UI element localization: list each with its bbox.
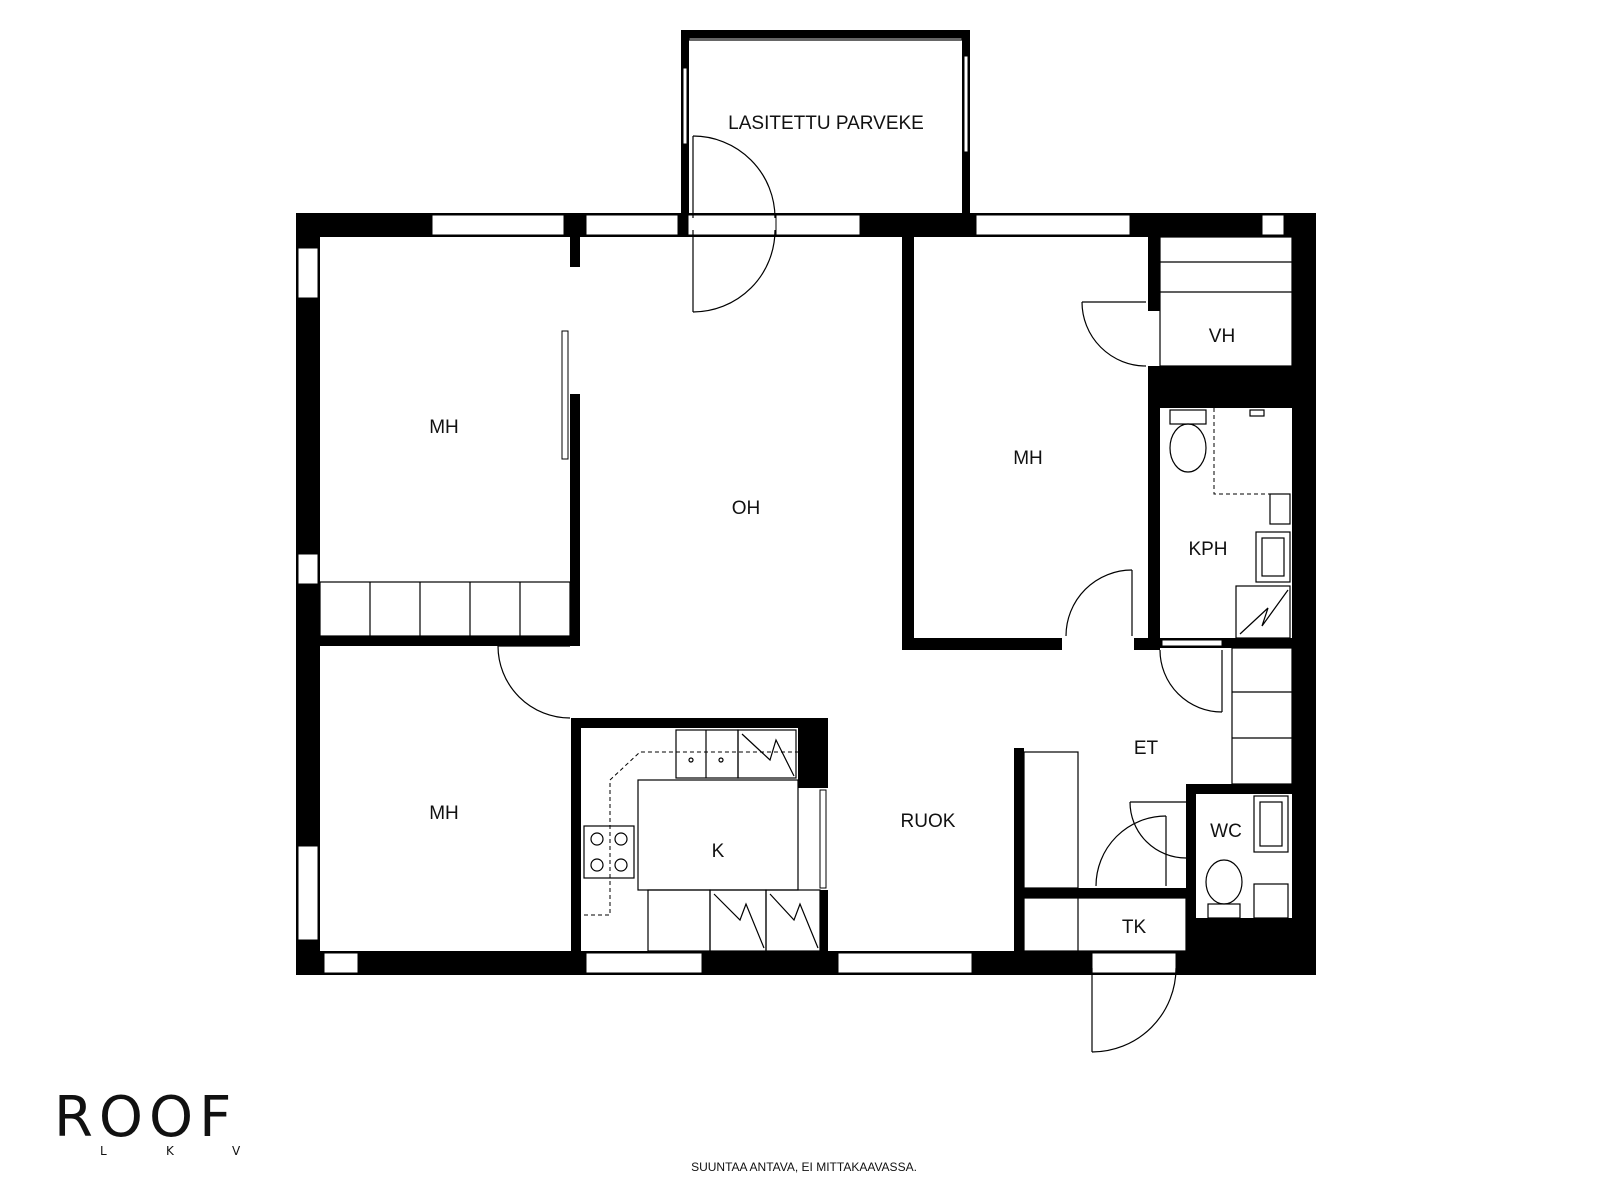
outer-walls — [296, 213, 1316, 975]
logo-sub-letter-l: L — [100, 1144, 107, 1158]
room-label-wc: WC — [1210, 821, 1242, 842]
doors — [497, 135, 1223, 1053]
balcony — [681, 30, 970, 213]
room-label-bedroom-bottom-left: MH — [429, 803, 459, 824]
logo-name: ROOF — [54, 1085, 237, 1150]
room-label-closet: TK — [1122, 917, 1147, 938]
room-label-kitchen: K — [712, 841, 725, 862]
room-label-dining: RUOK — [901, 811, 956, 832]
logo-sub-letter-k: K — [166, 1144, 175, 1158]
room-label-living-room: OH — [732, 498, 761, 519]
kitchen-fixtures — [583, 729, 821, 952]
logo-sub-letter-v: V — [232, 1144, 241, 1158]
room-label-bedroom-top-left: MH — [429, 417, 459, 438]
room-label-storage: VH — [1209, 326, 1235, 347]
room-label-bathroom: KPH — [1188, 539, 1227, 560]
interior-walls — [319, 236, 1293, 952]
roof-logo: ROOF L K V — [54, 1085, 241, 1158]
room-label-bedroom-top-right: MH — [1013, 448, 1043, 469]
room-label-hall: ET — [1134, 738, 1159, 759]
room-label-balcony: LASITETTU PARVEKE — [728, 113, 924, 134]
bathroom-fixtures — [1169, 408, 1291, 919]
scale-note: SUUNTAA ANTAVA, EI MITTAKAAVASSA. — [691, 1160, 917, 1174]
